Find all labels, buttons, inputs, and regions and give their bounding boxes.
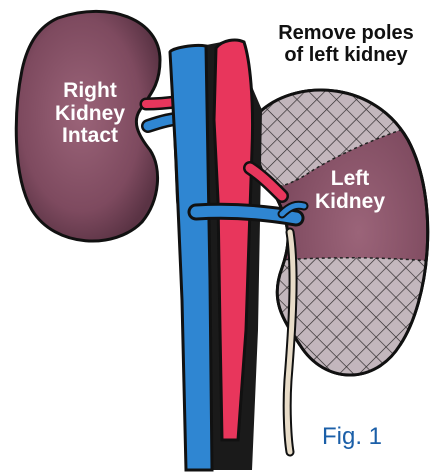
vena-cava: [170, 45, 212, 470]
right-kidney-shape: [16, 11, 160, 241]
